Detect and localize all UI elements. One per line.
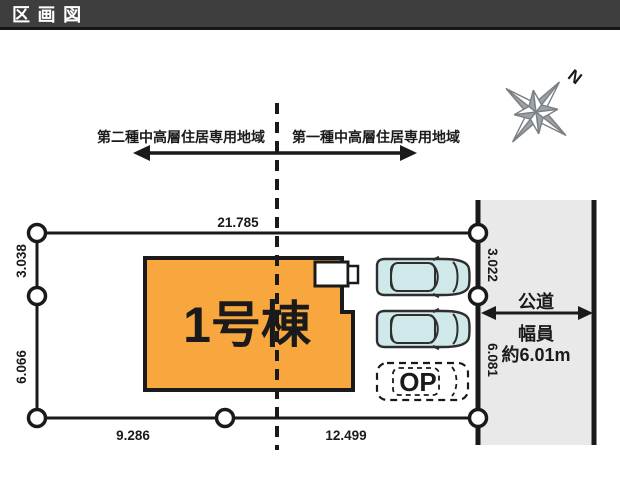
plan-canvas: 第二種中高層住居専用地域 第一種中高層住居専用地域 1号棟 [14,66,597,450]
car-2-icon [375,307,471,351]
site-boundary [35,231,478,420]
boundary-marker [26,407,48,429]
optional-parking-car-icon: OP [375,361,470,402]
boundary-marker [214,407,236,429]
boundary-marker [26,222,48,244]
dimension-left-lower: 6.066 [14,350,29,384]
compass-rose-icon: N [505,66,585,143]
dimension-bottom-left: 9.286 [116,428,150,443]
road-type-label: 公道 [518,291,554,312]
road-surface [480,200,592,445]
dimension-right-lower: 6.081 [485,343,500,377]
dimension-left-upper: 3.038 [14,244,29,278]
road-width-caption: 幅員 [518,323,554,344]
zoning-left-label: 第二種中高層住居専用地域 [97,129,265,145]
car-1-icon [375,255,471,299]
building-label: 1号棟 [183,297,312,353]
entrance-step [346,264,360,285]
zoning-right-label: 第一種中高層住居専用地域 [292,129,460,145]
building-footprint [143,256,355,392]
boundary-marker [467,407,489,429]
boundary-marker [26,285,48,307]
optional-parking-label: OP [399,367,437,397]
boundary-marker [467,285,489,307]
dimension-right-upper: 3.022 [485,248,500,282]
dimension-top: 21.785 [217,215,259,230]
zoning-extent-arrow [133,145,417,161]
entrance-porch [313,260,350,288]
compass-north-label: N [564,66,585,89]
dimension-bottom-right: 12.499 [325,428,366,443]
titlebar: 区画図 [0,0,620,30]
road-width-value: 約6.01m [501,344,570,365]
road-width-arrow [481,306,593,320]
page-title: 区画図 [12,4,89,25]
boundary-marker [467,222,489,244]
boundary-markers [26,222,489,429]
